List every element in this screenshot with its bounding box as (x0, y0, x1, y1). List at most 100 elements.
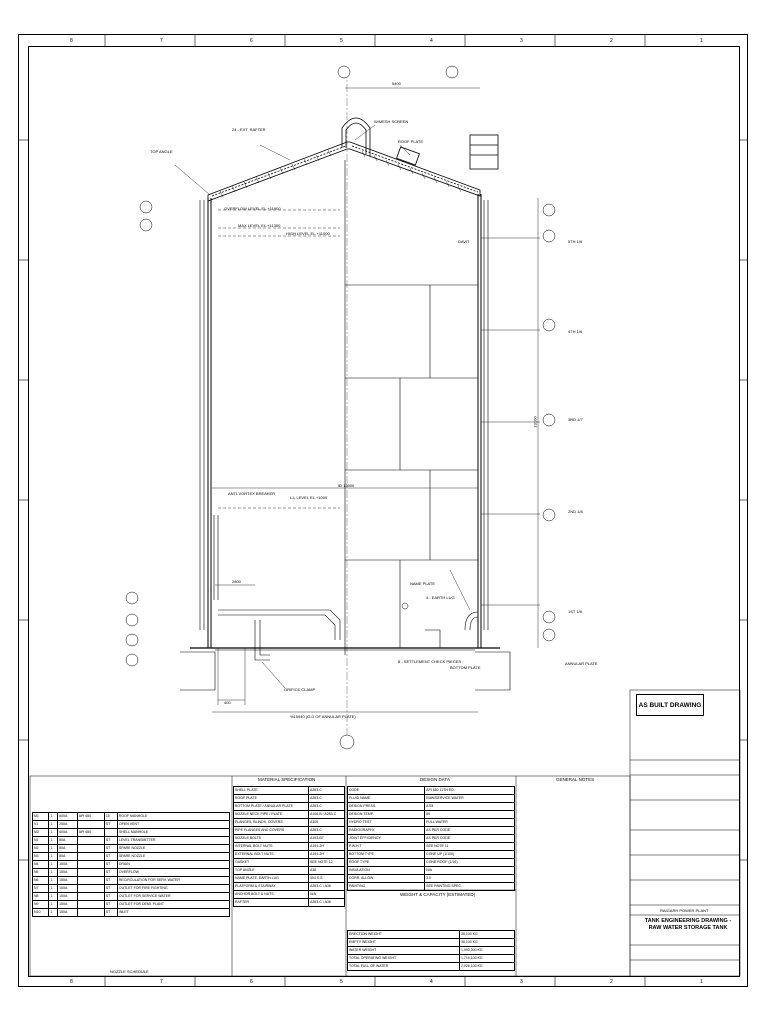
material-row-cell: TOP ANGLE (233, 866, 309, 875)
material-row-cell: GASKET (233, 858, 309, 867)
nozzle-row-cell: OUTLET FOR DEMI. PLANT (116, 900, 231, 909)
nozzle-row-cell (76, 908, 105, 917)
nozzle-row-cell (103, 828, 118, 837)
material-row-cell: A106-B / A283-C (307, 810, 346, 819)
nozzle-row-cell (76, 900, 105, 909)
design-row-cell: ATM. (424, 802, 515, 811)
nozzle-row-cell: OUTLET FOR FIRE FIGHTING (116, 884, 231, 893)
material-row-cell: A36 (307, 866, 346, 875)
as-built-stamp: AS BUILT DRAWING (636, 694, 704, 716)
design-row: DESIGN TEMP.65 (346, 810, 515, 819)
zone-label: 1 (700, 979, 703, 985)
nozzle-row-cell: ST (103, 900, 118, 909)
design-row-cell: RADIOGRAPHY (346, 826, 426, 835)
nozzle-row-cell: SHELL MANHOLE (116, 828, 231, 837)
material-row-cell: ROOF PLATE (233, 794, 309, 803)
design-row-cell: AS PER CODE (424, 826, 515, 835)
design-row-cell: FULL WATER (424, 818, 515, 827)
label-rafter: 24 - EXT. RAFTER (232, 127, 266, 132)
nozzle-row-cell: ST (103, 836, 118, 845)
dimension-left: 2800 (232, 579, 241, 584)
nozzle-row-cell: 600A (57, 812, 78, 821)
material-row-cell: PLATFORM & STAIRWAY (233, 882, 309, 891)
nozzle-row-cell: N8 (31, 892, 50, 901)
nozzle-row-cell: 1 (48, 868, 59, 877)
material-row-cell: A283-C (307, 802, 346, 811)
nozzle-row-cell: N1 (31, 836, 50, 845)
title-line-1: TANK ENGINEERING DRAWING - (644, 918, 732, 924)
weight-row-cell: WATER WEIGHT (347, 946, 460, 955)
nozzle-row-cell: 250A (57, 820, 78, 829)
label-mesh-screen: W/MESH SCREEN (374, 119, 409, 124)
design-row-cell: JOINT EFFICIENCY (346, 834, 426, 843)
nozzle-row-cell: 150A (57, 868, 78, 877)
material-row-cell: A283-C (307, 786, 346, 795)
nozzle-row-cell (76, 876, 105, 885)
weight-row-cell: 1,719,100 KG (459, 954, 515, 963)
course-label: 2ND 1/8 (568, 509, 583, 514)
material-row-cell: NOZZLE NECK PIPE / PLATE (233, 810, 309, 819)
label-anti-vortex: ANTI-VORTEX BREAKER (228, 491, 276, 496)
nozzle-row-cell: N2 (31, 844, 50, 853)
label-bottom-plate: BOTTOM PLATE (450, 665, 481, 670)
zone-label: 4 (430, 979, 433, 985)
nozzle-row-cell (76, 820, 105, 829)
design-row-cell: P.W.H.T (346, 842, 426, 851)
design-row-cell: SEE PAINTING SPEC. (424, 882, 515, 891)
design-row-cell: DESIGN TEMP. (346, 810, 426, 819)
label-roof-plate: ROOF PLATE (398, 139, 424, 144)
zone-label: 3 (520, 979, 523, 985)
course-label: 1ST 1/8 (568, 609, 582, 614)
design-row: CORR. ALLOW.3.0 (346, 874, 515, 883)
material-row-cell: SHELL PLATE (233, 786, 309, 795)
design-row-cell: N/A (424, 866, 515, 875)
design-data-title: DESIGN DATA (420, 777, 450, 782)
design-row-cell: PAINTING (346, 882, 426, 891)
nozzle-row-cell: 1 (48, 900, 59, 909)
nozzle-schedule-title: NOZZLE SCHEDULE (110, 969, 149, 974)
material-row-cell: A283-C (307, 826, 346, 835)
nozzle-row-cell: ST (103, 852, 118, 861)
label-settlement: 8 - SETTLEMENT CHECK PIECES (398, 659, 462, 664)
material-row-cell: A283-C / A36 (307, 898, 346, 907)
nozzle-row-cell (76, 860, 105, 869)
weight-row-cell: 36,100 KG (459, 938, 515, 947)
title-line-2: RAW WATER STORAGE TANK (648, 925, 728, 931)
weight-row-cell: TOTAL OPERATING WEIGHT (347, 954, 460, 963)
design-row-cell: CODE (346, 786, 426, 795)
weight-row-cell: 2,026,100 KG (459, 962, 515, 971)
label-overflow-level: OVERFLOW LEVEL EL.+11900 (224, 206, 281, 211)
course-label: 4TH 1/6 (568, 329, 583, 334)
nozzle-row-cell: 80A (57, 852, 78, 861)
nozzle-row-cell: 100A (57, 884, 78, 893)
design-row-cell: CORR. ALLOW. (346, 874, 426, 883)
design-row-cell: SEE NOTE 11 (424, 842, 515, 851)
nozzle-row-cell: 1 (48, 828, 59, 837)
design-row-cell: 65 (424, 810, 515, 819)
nozzle-row-cell: SPARE NOZZLE (116, 852, 231, 861)
material-row-cell: N/A (307, 890, 346, 899)
label-name-plate: NAME PLATE (410, 581, 436, 586)
material-row-cell: A193-B7 (307, 834, 346, 843)
nozzle-row-cell: OVERFLOW (116, 868, 231, 877)
material-row-cell: INTERNAL BOLT NUTS (233, 842, 309, 851)
nozzle-row-cell: 100A (57, 892, 78, 901)
